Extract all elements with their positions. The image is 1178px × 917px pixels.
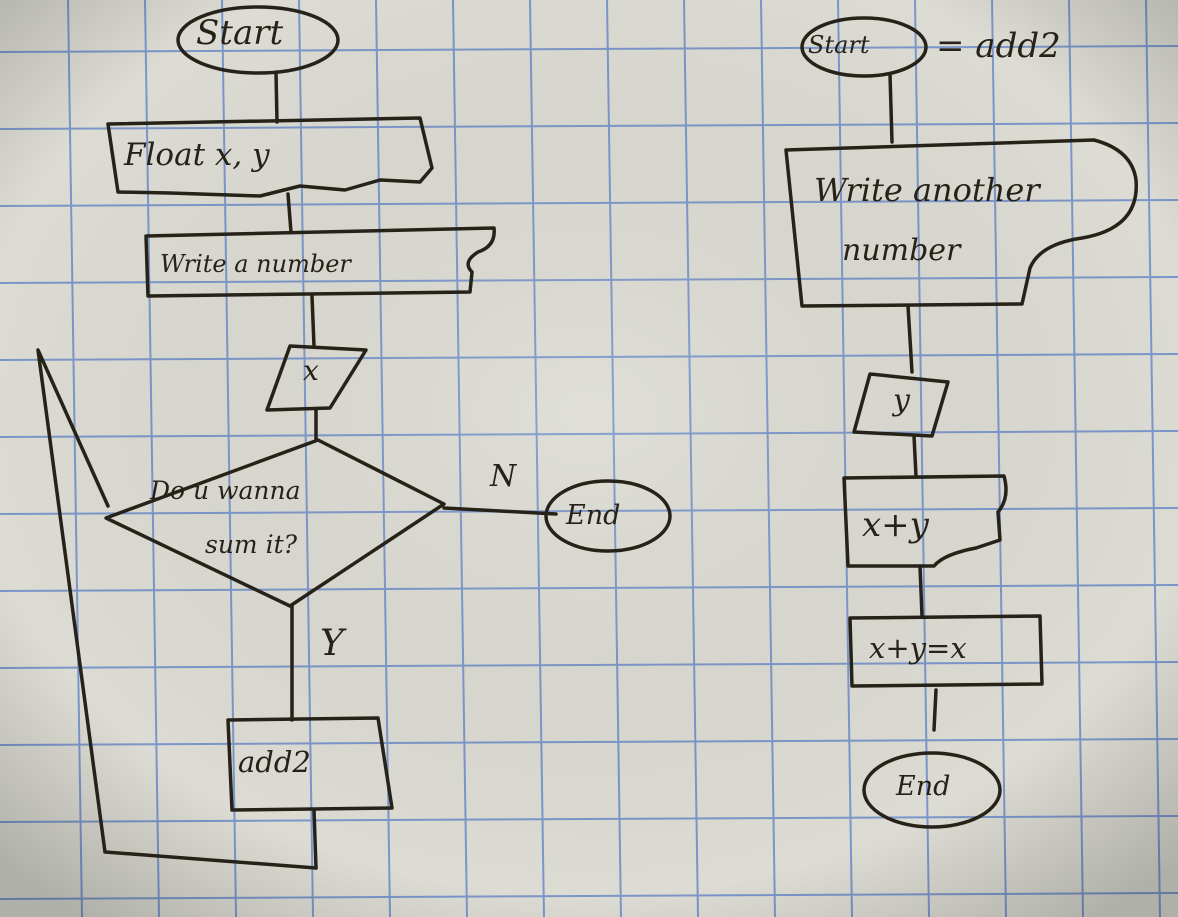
end-terminal-add2 xyxy=(862,751,1002,829)
decision-label-line2: sum it? xyxy=(205,530,298,559)
connector-line xyxy=(274,70,279,124)
connector-line xyxy=(918,564,924,618)
prompt-output-box xyxy=(144,226,496,298)
prompt-label: Write a number xyxy=(160,250,351,278)
no-branch-line xyxy=(442,506,558,516)
decision-label-line1: Do u wanna xyxy=(150,476,301,505)
end-label-add2: End xyxy=(896,771,951,802)
connector-line xyxy=(312,808,318,870)
subroutine-label: add2 xyxy=(238,745,311,779)
process-rectangle xyxy=(848,614,1044,688)
declare-data-box xyxy=(106,116,434,198)
connector-line xyxy=(310,294,316,348)
connector-line xyxy=(888,72,894,144)
end-terminal-main xyxy=(544,479,672,553)
start-terminal-main xyxy=(176,5,340,75)
process-label: x+y=x xyxy=(869,631,967,665)
connector-line xyxy=(912,434,918,478)
decision-diamond xyxy=(104,438,446,608)
output-display-box xyxy=(842,474,1008,568)
input-x-label: x xyxy=(303,354,319,387)
no-branch-label: N xyxy=(490,459,517,494)
connector-line xyxy=(286,192,293,234)
add2-title: = add2 xyxy=(936,26,1061,66)
prompt-output-box-add2 xyxy=(784,138,1138,308)
input-y-label: y xyxy=(893,383,910,418)
declare-label: Float x, y xyxy=(124,137,270,173)
loop-back-line xyxy=(36,348,318,870)
connector-line xyxy=(906,304,914,374)
output-label: x+y xyxy=(862,505,929,545)
prompt-label-add2-line2: number xyxy=(842,233,961,268)
yes-branch-label: Y xyxy=(320,623,344,664)
input-x-parallelogram xyxy=(265,344,368,412)
subroutine-box xyxy=(226,716,394,812)
connector-line xyxy=(932,688,938,732)
start-label-main: Start xyxy=(196,13,284,53)
start-label-add2: Start xyxy=(808,31,870,59)
start-terminal-add2 xyxy=(800,16,928,78)
input-y-parallelogram xyxy=(852,372,950,438)
end-label-main: End xyxy=(566,500,621,531)
prompt-label-add2-line1: Write another xyxy=(814,171,1040,209)
